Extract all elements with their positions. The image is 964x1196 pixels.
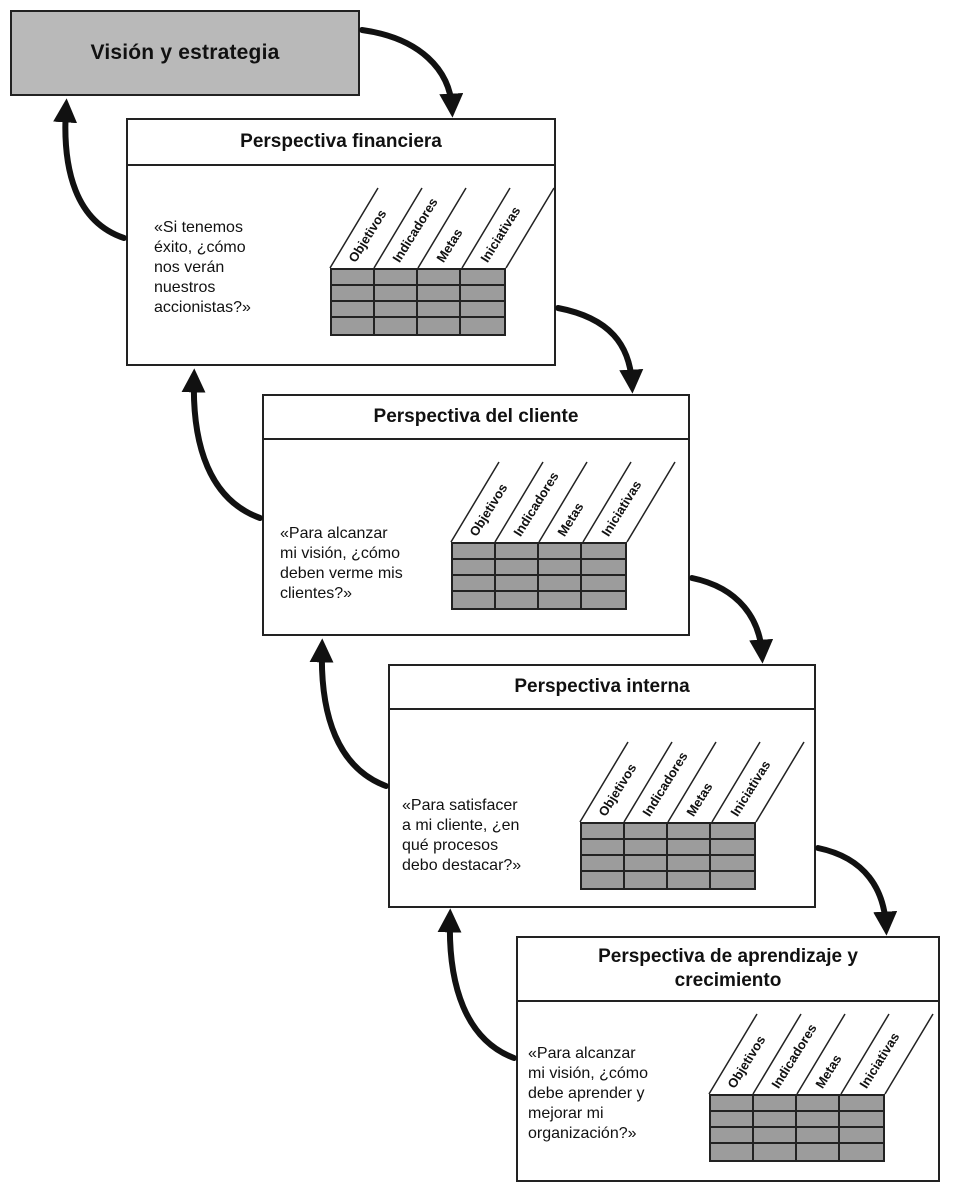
arrow-financial-to-customer (555, 305, 644, 394)
grid-cell (840, 1112, 883, 1128)
grid-cell (418, 318, 461, 334)
grid-cell (711, 840, 754, 856)
grid-cell (496, 576, 539, 592)
grid-cell (418, 302, 461, 318)
grid-cell (840, 1128, 883, 1144)
scorecard-grid-internal (580, 822, 756, 890)
grid-cell (582, 840, 625, 856)
grid-cell (840, 1144, 883, 1160)
grid-cell (418, 286, 461, 302)
grid-cell (461, 318, 504, 334)
grid-cell (453, 544, 496, 560)
grid-cell (711, 872, 754, 888)
grid-cell (418, 270, 461, 286)
grid-cell (754, 1128, 797, 1144)
grid-cell (496, 544, 539, 560)
grid-cell (582, 824, 625, 840)
grid-cell (375, 302, 418, 318)
grid-cell (711, 856, 754, 872)
grid-cell (453, 592, 496, 608)
grid-cell (797, 1096, 840, 1112)
scorecard-grid-customer (451, 542, 627, 610)
grid-cell (332, 270, 375, 286)
grid-cell (711, 1144, 754, 1160)
grid-cell (582, 872, 625, 888)
grid-cell (332, 302, 375, 318)
scorecard-grid-financial (330, 268, 506, 336)
grid-cell (496, 592, 539, 608)
grid-cell (375, 318, 418, 334)
grid-cell (797, 1128, 840, 1144)
grid-cell (668, 840, 711, 856)
grid-cell (539, 592, 582, 608)
grid-cell (375, 286, 418, 302)
grid-cell (453, 576, 496, 592)
grid-cell (840, 1096, 883, 1112)
grid-cell (582, 544, 625, 560)
grid-cell (496, 560, 539, 576)
grid-cell (453, 560, 496, 576)
grid-cell (711, 1096, 754, 1112)
grid-cell (754, 1096, 797, 1112)
arrow-financial-to-vision (53, 98, 127, 241)
arrow-learning-to-internal (437, 908, 517, 1061)
grid-cell (711, 824, 754, 840)
grid-cell (539, 560, 582, 576)
grid-cell (461, 270, 504, 286)
arrow-internal-to-learning (815, 845, 898, 936)
grid-cell (582, 856, 625, 872)
grid-cell (539, 544, 582, 560)
arrow-internal-to-customer (309, 638, 389, 789)
grid-cell (625, 824, 668, 840)
grid-cell (754, 1112, 797, 1128)
grid-cell (797, 1144, 840, 1160)
panel-title: Perspectiva interna (390, 666, 814, 710)
panel-question: «Si tenemos éxito, ¿cómo nos verán nuest… (154, 219, 251, 316)
grid-cell (754, 1144, 797, 1160)
scorecard-grid-learning (709, 1094, 885, 1162)
panel-question: «Para alcanzar mi visión, ¿cómo deben ve… (280, 525, 403, 602)
grid-cell (582, 560, 625, 576)
grid-cell (461, 286, 504, 302)
grid-cell (625, 872, 668, 888)
arrow-customer-to-internal (689, 575, 774, 664)
grid-cell (797, 1112, 840, 1128)
panel-question: «Para satisfacer a mi cliente, ¿en qué p… (402, 797, 522, 874)
panel-question: «Para alcanzar mi visión, ¿cómo debe apr… (528, 1045, 649, 1142)
panel-title: Perspectiva de aprendizaje y crecimiento (518, 938, 938, 1002)
grid-cell (332, 286, 375, 302)
panel-title: Perspectiva financiera (128, 120, 554, 166)
grid-cell (668, 824, 711, 840)
panel-title: Perspectiva del cliente (264, 396, 688, 440)
vision-strategy-box: Visión y estrategia (10, 10, 360, 96)
grid-cell (582, 592, 625, 608)
grid-cell (375, 270, 418, 286)
grid-cell (332, 318, 375, 334)
grid-cell (539, 576, 582, 592)
grid-cell (711, 1112, 754, 1128)
grid-cell (625, 856, 668, 872)
grid-cell (582, 576, 625, 592)
grid-cell (668, 856, 711, 872)
grid-cell (668, 872, 711, 888)
arrow-vision-to-financial (359, 27, 464, 118)
arrow-customer-to-financial (181, 368, 263, 521)
vision-strategy-label: Visión y estrategia (90, 41, 280, 64)
grid-cell (625, 840, 668, 856)
grid-cell (461, 302, 504, 318)
grid-cell (711, 1128, 754, 1144)
